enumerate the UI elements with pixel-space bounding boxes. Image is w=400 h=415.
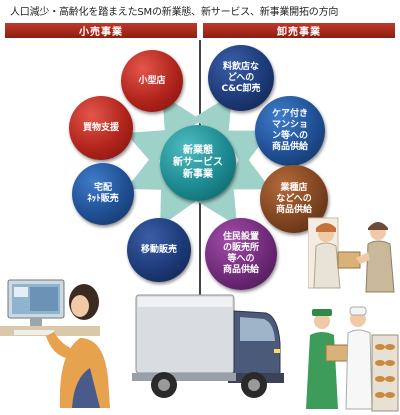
center-circle: 新業態 新サービス 新事業: [160, 125, 236, 201]
arrow-to-cc-wholesale: [192, 94, 233, 141]
retail-item-mobile-sales: 移動販売: [127, 218, 191, 282]
delivery-truck-illustration: [132, 294, 284, 398]
computer-user-illustration: [0, 279, 110, 408]
wholesale-item-cc-wholesale: 料飲店な どへの C&C卸売: [208, 45, 274, 111]
retail-header: 小売事業: [5, 23, 197, 38]
care-delivery-illustration: [308, 217, 395, 293]
wholesale-header: 卸売事業: [203, 23, 395, 38]
arrow-to-shopping-support: [125, 129, 173, 169]
arrow-to-care-mansion: [223, 130, 271, 169]
arrow-to-small-store: [162, 94, 202, 142]
arrow-to-delivery: [125, 152, 173, 191]
wholesale-item-resident-shops: 住民設置 の販売所 等への 商品供給: [205, 218, 277, 290]
wholesale-item-care-mansion: ケア付き マンショ ン等への 商品供給: [255, 96, 325, 166]
retail-item-small-store: 小型店: [121, 50, 183, 112]
page-title: 人口減少・高齢化を踏まえたSMの新業態、新サービス、新事業開拓の方向: [10, 7, 339, 18]
bakery-workers-illustration: [306, 306, 399, 412]
retail-item-shopping-support: 買物支援: [69, 96, 133, 160]
arrow-to-trade-stores: [223, 151, 271, 190]
retail-item-delivery: 宅配 ﾈｯﾄ販売: [72, 163, 134, 225]
arrow-to-mobile-sales: [160, 179, 199, 227]
